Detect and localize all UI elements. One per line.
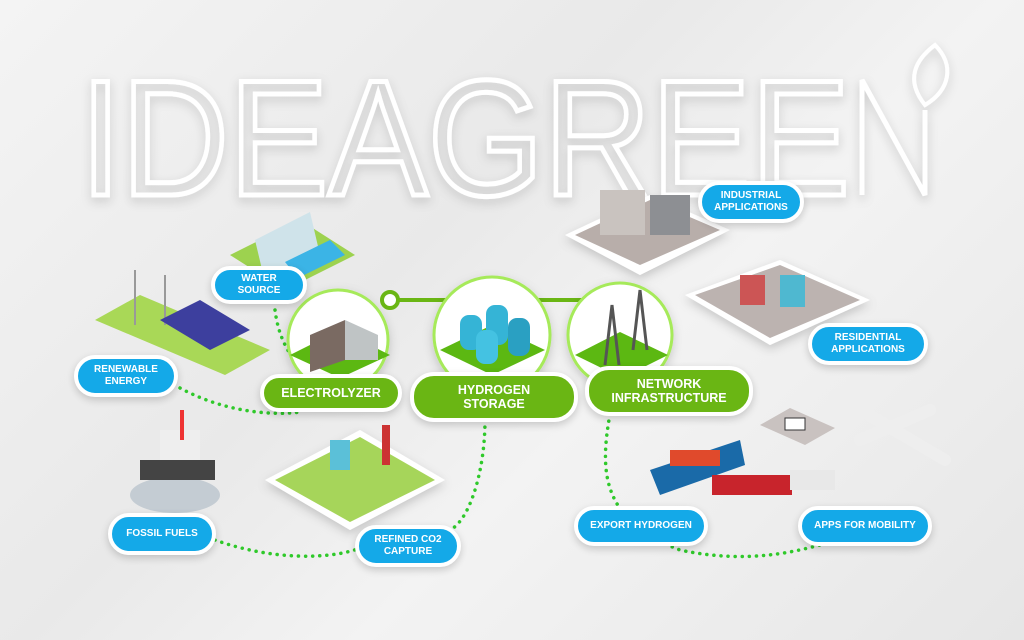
electrolyzer-label[interactable]: ELECTROLYZER [260, 374, 402, 412]
renewable-energy-label[interactable]: RENEWABLE ENERGY [74, 355, 178, 397]
industrial-applications-label[interactable]: INDUSTRIAL APPLICATIONS [698, 181, 804, 223]
renewable-energy-illustration [95, 270, 270, 375]
label-text: NETWORK INFRASTRUCTURE [611, 377, 727, 405]
label-text: REFINED CO2 CAPTURE [374, 534, 442, 557]
network-infrastructure-label[interactable]: NETWORK INFRASTRUCTURE [585, 366, 753, 416]
mobility-illustration [650, 389, 951, 495]
residential-applications-label[interactable]: RESIDENTIAL APPLICATIONS [808, 323, 928, 365]
label-text: HYDROGEN STORAGE [457, 383, 531, 411]
label-text: RENEWABLE ENERGY [94, 364, 158, 387]
co2-capture-illustration [265, 425, 445, 530]
hydrogen-storage-label[interactable]: HYDROGEN STORAGE [410, 372, 578, 422]
leaf-icon [912, 42, 950, 108]
label-text: WATER SOURCE [237, 273, 281, 296]
label-text: RESIDENTIAL APPLICATIONS [831, 332, 905, 355]
node-dot [380, 290, 400, 310]
residential-illustration [685, 260, 870, 345]
export-hydrogen-label[interactable]: EXPORT HYDROGEN [574, 506, 708, 546]
label-text: INDUSTRIAL APPLICATIONS [714, 190, 788, 213]
fossil-fuels-illustration [130, 410, 220, 513]
label-text: FOSSIL FUELS [126, 528, 198, 539]
fossil-fuels-label[interactable]: FOSSIL FUELS [108, 513, 216, 555]
hydrogen-storage-illustration [440, 305, 545, 375]
water-source-label[interactable]: WATER SOURCE [211, 266, 307, 304]
refined-co2-capture-label[interactable]: REFINED CO2 CAPTURE [355, 525, 461, 567]
label-text: ELECTROLYZER [281, 386, 381, 400]
apps-for-mobility-label[interactable]: APPS FOR MOBILITY [798, 506, 932, 546]
industrial-illustration [565, 190, 730, 275]
ideagreen-logo: IDEAGREE [78, 42, 950, 233]
label-text: APPS FOR MOBILITY [814, 520, 916, 531]
label-text: EXPORT HYDROGEN [590, 520, 692, 531]
electrolyzer-illustration [290, 320, 390, 378]
